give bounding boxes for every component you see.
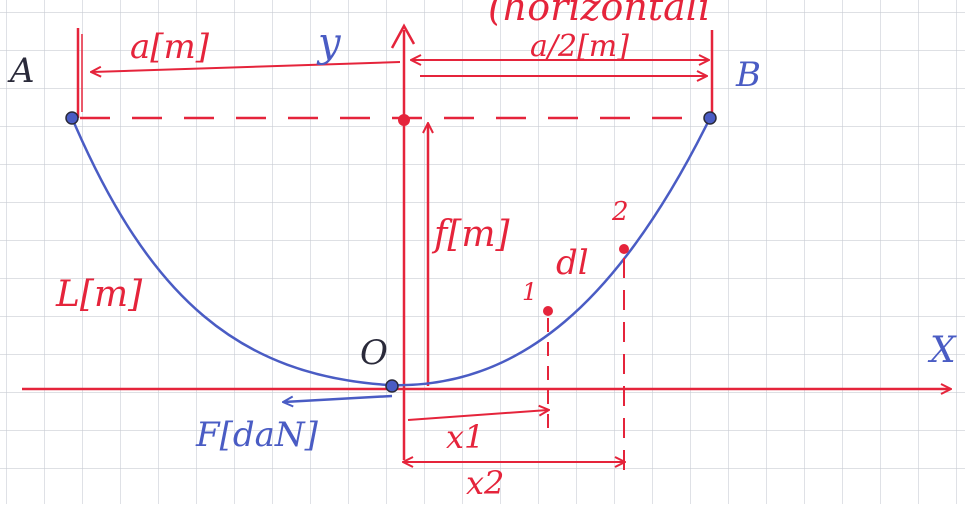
label-point-2: 2 <box>611 197 629 227</box>
origin-point <box>385 379 399 393</box>
header-text: (horizontali <box>488 0 710 29</box>
label-point-a: A <box>7 51 35 91</box>
label-span-half: a/2[m] <box>530 29 629 64</box>
label-force-f: F[daN] <box>195 415 319 455</box>
label-length-l: L[m] <box>55 274 143 315</box>
axis-top-point <box>398 114 410 126</box>
support-point-b <box>703 111 717 125</box>
label-x2: x2 <box>466 464 504 502</box>
label-axis-x: X <box>927 330 957 371</box>
label-origin: O <box>360 333 388 373</box>
support-point-a <box>65 111 79 125</box>
label-element-dl: dl <box>556 243 589 283</box>
force-f-arrow <box>284 394 393 402</box>
label-sag-f: f[m] <box>431 214 511 255</box>
label-x1: x1 <box>446 418 484 456</box>
span-a-dimension <box>92 61 401 72</box>
x1-dimension <box>407 410 548 421</box>
label-axis-y: y <box>316 20 342 66</box>
element-point-1 <box>543 306 553 316</box>
label-span-a: a[m] <box>130 27 210 67</box>
y-axis-arrow-icon <box>390 23 416 49</box>
label-point-b: B <box>735 55 761 95</box>
label-point-1: 1 <box>522 278 537 306</box>
element-point-2 <box>619 244 629 254</box>
